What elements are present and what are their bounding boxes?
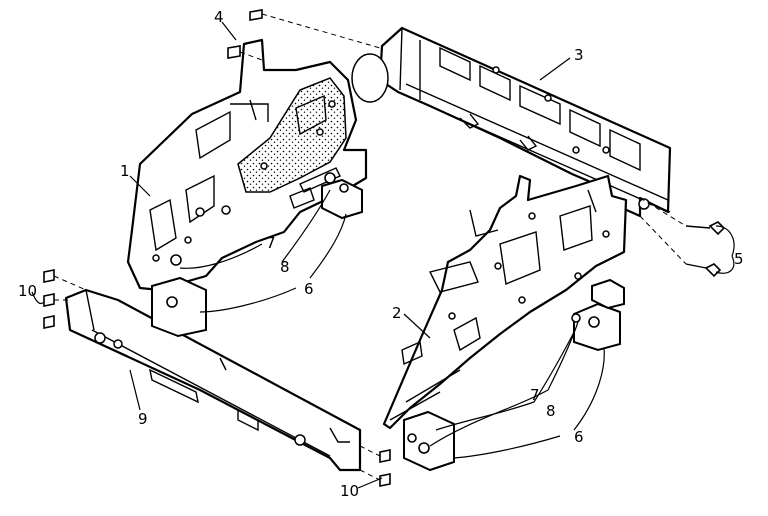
callout-7-left: 7 — [266, 234, 276, 252]
rear-frame-part-3 — [351, 26, 672, 218]
callout-10-bottom: 10 — [340, 482, 359, 500]
studs-part-7-8 — [166, 172, 600, 454]
callout-4: 4 — [214, 8, 224, 26]
left-side-frame-part-1 — [126, 38, 368, 292]
screws-part-4 — [227, 9, 381, 61]
callout-2: 2 — [392, 304, 402, 322]
screws-part-10-left — [43, 269, 87, 329]
callout-8-right: 8 — [546, 402, 556, 420]
callout-7-right: 7 — [530, 386, 540, 404]
callout-8-left: 8 — [280, 258, 290, 276]
callout-9: 9 — [138, 410, 148, 428]
front-frame-part-9 — [64, 288, 362, 472]
callout-1: 1 — [120, 162, 130, 180]
screws-part-10-bottom — [359, 445, 391, 487]
right-side-frame-part-2 — [382, 174, 628, 430]
callout-labels: 4 3 1 2 5 7 8 6 7 8 6 9 10 10 — [18, 8, 744, 500]
callout-6-left: 6 — [304, 280, 314, 298]
screws-part-5 — [639, 197, 726, 278]
callout-3: 3 — [574, 46, 584, 64]
leader-lines — [31, 21, 735, 489]
callout-5: 5 — [734, 250, 744, 268]
callout-6-right: 6 — [574, 428, 584, 446]
mounting-blocks-part-6 — [151, 178, 625, 472]
callout-10-left: 10 — [18, 282, 37, 300]
